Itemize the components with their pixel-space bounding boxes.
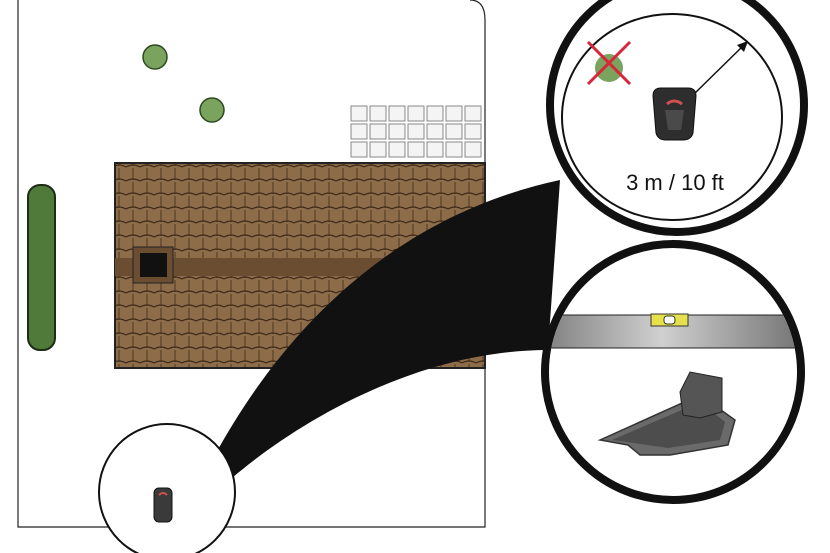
paving-stone <box>369 141 387 158</box>
paving-stone <box>350 141 368 158</box>
paving-stone <box>388 123 406 140</box>
arrow-head-icon <box>737 41 748 52</box>
paving-stone <box>369 123 387 140</box>
paving-stone <box>445 105 463 122</box>
paving-stone <box>350 105 368 122</box>
paving-stone <box>407 123 425 140</box>
charging-station-icon <box>597 371 736 456</box>
paving-stone <box>464 105 482 122</box>
paving-stones <box>350 105 482 158</box>
distance-label: 3 m / 10 ft <box>626 170 724 195</box>
lawn-boundary <box>17 0 486 528</box>
paving-stone <box>464 141 482 158</box>
paving-stone <box>445 123 463 140</box>
paving-stone <box>426 105 444 122</box>
chimney-opening <box>140 253 167 277</box>
paving-stone <box>369 105 387 122</box>
paving-stone <box>464 123 482 140</box>
tree-icon <box>199 97 225 123</box>
level-ground-circle <box>541 240 805 504</box>
robot-mower-icon <box>153 487 173 523</box>
hedge <box>27 184 56 351</box>
robot-mower-icon <box>652 87 697 141</box>
paving-stone <box>426 141 444 158</box>
paving-stone <box>388 141 406 158</box>
paving-stone <box>426 123 444 140</box>
clearance-radius <box>561 13 783 221</box>
paving-stone <box>407 105 425 122</box>
zoom-funnel <box>215 180 560 478</box>
level-bubble-icon <box>650 313 689 327</box>
distance-arrow <box>691 43 746 97</box>
paving-stone <box>445 141 463 158</box>
paving-stone <box>350 123 368 140</box>
paving-stone <box>407 141 425 158</box>
crossed-tree-icon <box>586 40 632 86</box>
paving-stone <box>388 105 406 122</box>
tree-icon <box>142 44 168 70</box>
